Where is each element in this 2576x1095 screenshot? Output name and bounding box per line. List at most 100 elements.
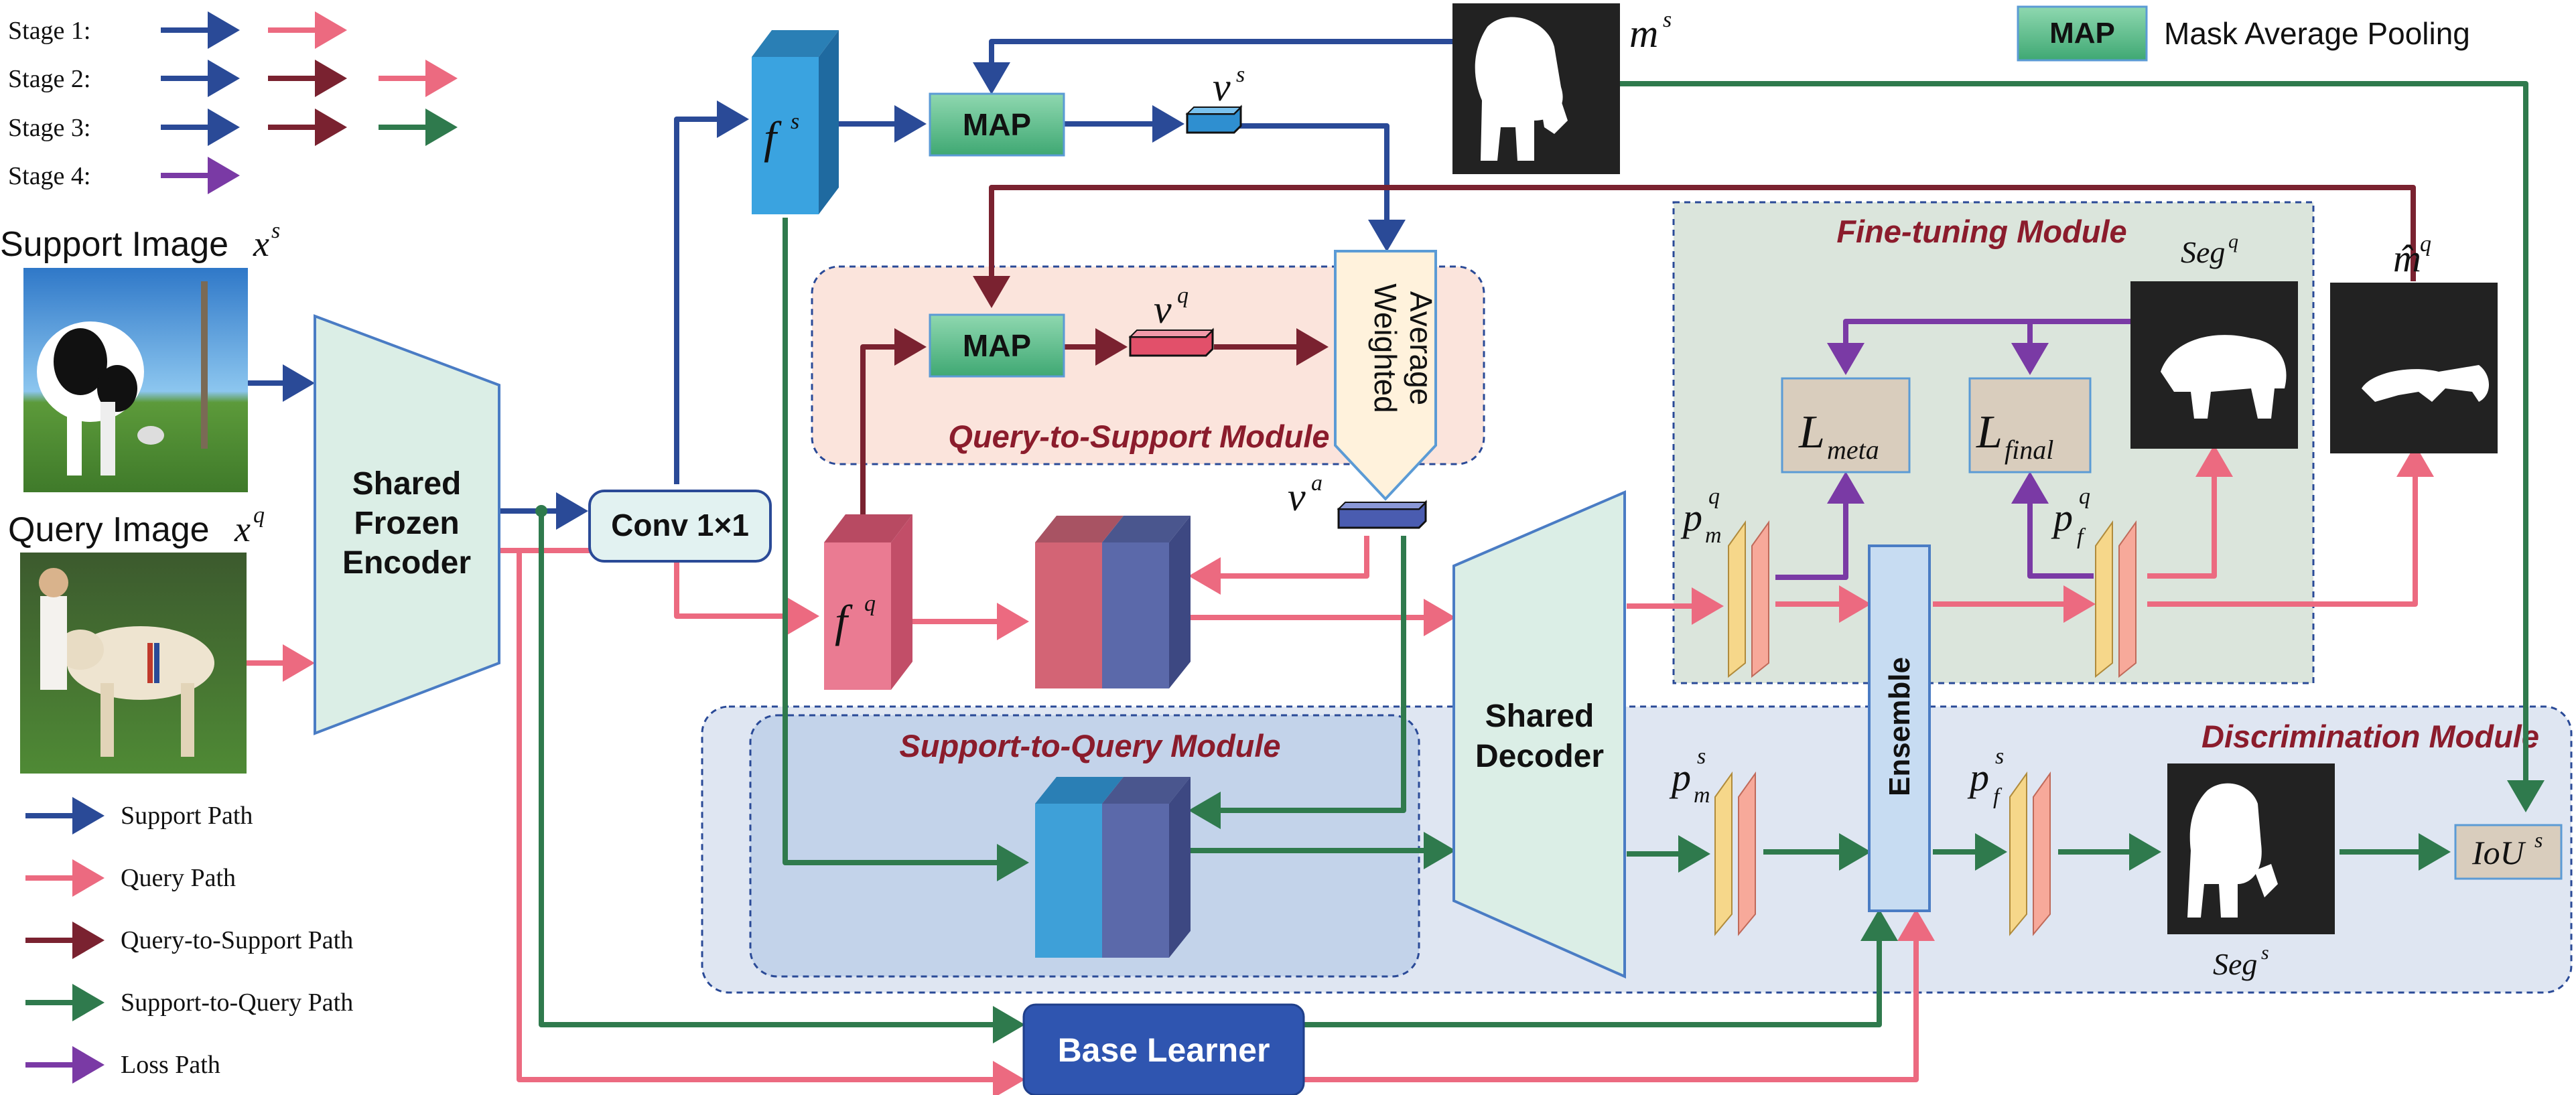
ms-to-ious-arrow bbox=[1620, 81, 2545, 812]
svg-text:p: p bbox=[2051, 496, 2073, 539]
query-image bbox=[20, 553, 247, 774]
svg-text:p: p bbox=[1669, 755, 1691, 799]
query-concat-feature bbox=[1035, 516, 1191, 688]
stage-2-label: Stage 2: bbox=[8, 65, 90, 93]
loss-final-box: L final bbox=[1968, 377, 2092, 473]
svg-text:x: x bbox=[253, 224, 269, 264]
svg-text:s: s bbox=[271, 218, 280, 243]
seg-s-mask: Seg s bbox=[2167, 763, 2335, 981]
svg-text:Query Image: Query Image bbox=[8, 510, 210, 549]
svg-text:Shared: Shared bbox=[352, 466, 462, 502]
pfq-to-mq-arrow bbox=[2147, 445, 2434, 607]
iou-s-box: IoU s bbox=[2454, 824, 2563, 880]
pfq-to-lfinal-arrow bbox=[2011, 471, 2094, 579]
map-support-block: MAP bbox=[929, 92, 1065, 157]
query-mask-mq: m̂ q bbox=[2330, 232, 2498, 453]
weighted-average-block: Weighted Average bbox=[1334, 250, 1438, 501]
map-legend-text: Mask Average Pooling bbox=[2164, 16, 2470, 51]
pred-map-pfq: p q f bbox=[2051, 484, 2137, 678]
aggregated-vector-va: v a bbox=[1288, 471, 1428, 529]
va-to-s2q-concat-arrow bbox=[1189, 536, 1406, 829]
svg-text:m: m bbox=[1705, 523, 1722, 548]
query-vector-vq: v q bbox=[1128, 283, 1215, 357]
legend-q2s-path: Query-to-Support Path bbox=[121, 926, 353, 954]
svg-text:MAP: MAP bbox=[963, 107, 1031, 142]
svg-text:L: L bbox=[1798, 407, 1825, 458]
svg-text:m: m bbox=[1629, 11, 1658, 56]
segq-to-lmeta-arrow bbox=[1827, 319, 2130, 375]
stage-legend: Stage 1: Stage 2: Stage 3: Stage 4: bbox=[8, 11, 458, 194]
support-image bbox=[23, 268, 248, 492]
support-mask-ms: m s bbox=[1452, 3, 1672, 174]
svg-text:s: s bbox=[2261, 942, 2269, 964]
svg-text:Base Learner: Base Learner bbox=[1058, 1031, 1270, 1069]
pred-map-pfs: p s f bbox=[1967, 744, 2051, 936]
support-image-label: Support Image x s bbox=[0, 218, 280, 264]
support-vector-vs: v s bbox=[1185, 62, 1245, 134]
ms-to-map-arrow bbox=[973, 39, 1452, 94]
s2q-module-title: Support-to-Query Module bbox=[899, 728, 1280, 763]
conv-1x1-block: Conv 1×1 bbox=[588, 490, 772, 563]
pmq-to-lmeta-arrow bbox=[1775, 471, 1865, 580]
map-legend-box-label: MAP bbox=[2049, 17, 2115, 50]
svg-text:q: q bbox=[2228, 230, 2238, 252]
svg-text:s: s bbox=[1697, 744, 1706, 769]
encoder-to-base-learner-support-arrow bbox=[539, 511, 1025, 1043]
seg-q-mask: Seg q bbox=[2130, 230, 2298, 449]
svg-text:L: L bbox=[1976, 407, 2003, 458]
pfq-to-segq-arrow bbox=[2147, 445, 2233, 579]
svg-text:a: a bbox=[1311, 471, 1323, 496]
svg-text:p: p bbox=[1680, 496, 1702, 539]
finetune-module-title: Fine-tuning Module bbox=[1836, 214, 2126, 249]
svg-text:Shared: Shared bbox=[1485, 699, 1595, 734]
encoder-to-fq-arrow bbox=[499, 548, 819, 635]
svg-text:s: s bbox=[2534, 828, 2543, 852]
svg-text:v: v bbox=[1288, 475, 1306, 519]
fs-to-s2q-concat-arrow bbox=[783, 218, 1029, 881]
base-learner-block: Base Learner bbox=[1022, 1003, 1305, 1095]
shared-frozen-encoder: Shared Frozen Encoder bbox=[314, 314, 500, 735]
path-legend bbox=[25, 797, 105, 1084]
loss-meta-box: L meta bbox=[1781, 377, 1911, 473]
support-feature-fs: f s bbox=[752, 30, 839, 214]
svg-text:meta: meta bbox=[1827, 435, 1879, 465]
conv-to-fs-arrow bbox=[674, 100, 749, 484]
svg-text:m: m bbox=[1694, 783, 1710, 808]
svg-text:Frozen: Frozen bbox=[354, 506, 459, 541]
svg-text:x: x bbox=[234, 509, 251, 549]
svg-text:Support Image: Support Image bbox=[0, 225, 228, 264]
q2s-module-title: Query-to-Support Module bbox=[948, 419, 1329, 454]
pred-map-pms: p s m bbox=[1669, 744, 1756, 936]
svg-text:q: q bbox=[253, 503, 265, 528]
stage-1-label: Stage 1: bbox=[8, 17, 90, 45]
svg-text:p: p bbox=[1967, 755, 1989, 799]
base-learner-to-ensemble-query-arrow bbox=[1301, 909, 1935, 1082]
query-image-label: Query Image x q bbox=[8, 503, 265, 549]
pred-map-pmq: p q m bbox=[1680, 484, 1769, 678]
svg-text:q: q bbox=[2079, 484, 2090, 509]
svg-text:s: s bbox=[791, 109, 799, 134]
svg-text:Ensemble: Ensemble bbox=[1883, 657, 1916, 796]
svg-text:s: s bbox=[1236, 62, 1245, 87]
base-learner-to-ensemble-support-arrow bbox=[1301, 909, 1898, 1027]
svg-text:m̂: m̂ bbox=[2393, 236, 2421, 280]
query-feature-fq: f q bbox=[824, 514, 912, 690]
map-query-block: MAP bbox=[929, 313, 1065, 378]
legend-loss-path: Loss Path bbox=[121, 1051, 220, 1079]
svg-text:s: s bbox=[1663, 7, 1672, 32]
vs-to-weighted-average-arrow bbox=[1238, 123, 1406, 252]
svg-text:q: q bbox=[864, 591, 876, 616]
fq-to-map-arrow bbox=[860, 328, 927, 514]
svg-text:Seg: Seg bbox=[2213, 947, 2257, 981]
svg-text:q: q bbox=[2420, 232, 2431, 257]
stage-4-label: Stage 4: bbox=[8, 162, 90, 190]
svg-text:MAP: MAP bbox=[963, 328, 1031, 363]
svg-text:Average: Average bbox=[1404, 291, 1438, 406]
svg-text:q: q bbox=[1177, 283, 1189, 308]
va-to-concat-arrow bbox=[1189, 536, 1369, 595]
ensemble-block: Ensemble bbox=[1868, 544, 1931, 912]
legend-s2q-path: Support-to-Query Path bbox=[121, 989, 353, 1017]
legend-support-path: Support Path bbox=[121, 802, 253, 830]
mq-to-map-arrow bbox=[973, 185, 2416, 308]
svg-text:v: v bbox=[1213, 65, 1231, 109]
